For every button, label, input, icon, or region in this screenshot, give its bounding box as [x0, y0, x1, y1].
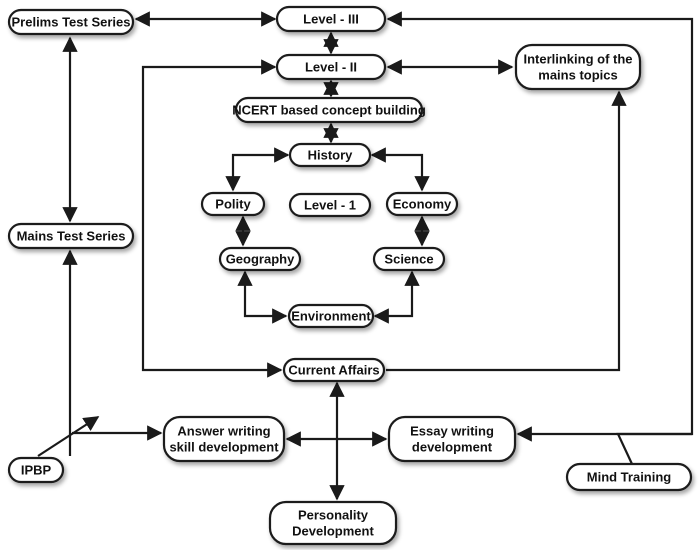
node-level2: Level - II [275, 53, 387, 81]
node-ipbp: IPBP [7, 456, 65, 484]
node-label: Mains Test Series [17, 229, 126, 244]
node-current-affairs: Current Affairs [282, 357, 386, 383]
node-mains: Mains Test Series [7, 222, 135, 250]
edge-currentaffairs-interlinking [386, 90, 627, 372]
node-label: IPBP [21, 463, 52, 478]
node-label: skill development [169, 440, 279, 455]
edge-science-environment [373, 270, 420, 324]
node-box [282, 357, 386, 383]
node-label: Environment [291, 309, 371, 324]
node-box [275, 5, 387, 33]
node-label: Economy [393, 197, 452, 212]
node-level1: Level - 1 [288, 192, 372, 218]
node-ncert: NCERT based concept building [232, 96, 426, 124]
node-box [7, 456, 65, 484]
node-label: NCERT based concept building [232, 103, 426, 118]
node-label: Current Affairs [288, 363, 379, 378]
node-environment: Environment [287, 303, 375, 329]
node-box [268, 500, 398, 546]
node-box [7, 8, 135, 36]
edge-level2-currentaffairs [141, 59, 283, 378]
node-label: Essay writing [410, 424, 494, 439]
node-box [387, 415, 517, 463]
node-label: Level - III [303, 12, 359, 27]
node-label: Prelims Test Series [12, 15, 131, 30]
node-science: Science [372, 246, 446, 272]
node-box [287, 303, 375, 329]
node-box [288, 142, 372, 168]
edge-geography-environment [237, 270, 288, 324]
node-label: Polity [215, 197, 251, 212]
node-label: Personality [298, 508, 369, 523]
node-mind-training: Mind Training [565, 462, 693, 492]
node-box [218, 246, 302, 272]
node-box [7, 222, 135, 250]
node-box [234, 96, 424, 124]
node-box [200, 191, 266, 217]
node-label: Development [292, 524, 374, 539]
edge-history-polity [225, 147, 290, 192]
node-label: Interlinking of the [523, 52, 632, 67]
node-box [288, 192, 372, 218]
node-label: Geography [226, 252, 295, 267]
node-label: mains topics [538, 68, 617, 83]
node-box [275, 53, 387, 81]
node-box [565, 462, 693, 492]
node-polity: Polity [200, 191, 266, 217]
node-history: History [288, 142, 372, 168]
node-label: Answer writing [177, 424, 270, 439]
node-label: Mind Training [587, 470, 672, 485]
connector-edges [37, 11, 694, 501]
node-geography: Geography [218, 246, 302, 272]
node-box [514, 43, 642, 91]
node-label: Science [384, 252, 433, 267]
edge-history-economy [370, 147, 430, 192]
node-label: Level - II [305, 60, 357, 75]
node-box [385, 191, 459, 217]
node-level3: Level - III [275, 5, 387, 33]
node-label: History [308, 148, 354, 163]
node-label: Level - 1 [304, 198, 356, 213]
node-economy: Economy [385, 191, 459, 217]
node-box [162, 415, 286, 463]
edge-ipbp-diagonal [37, 416, 100, 457]
node-prelims: Prelims Test Series [7, 8, 135, 36]
node-label: development [412, 440, 493, 455]
node-box [372, 246, 446, 272]
